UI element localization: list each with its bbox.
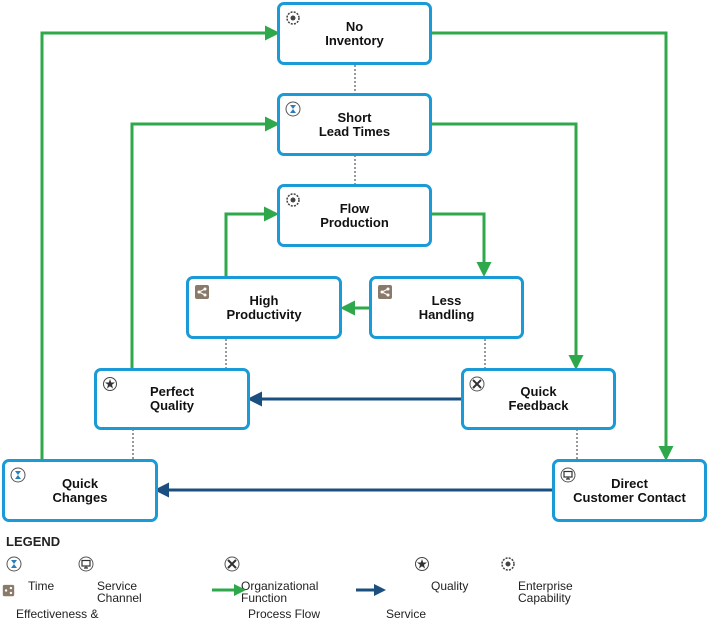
legend-item-quality: Quality <box>414 556 468 592</box>
node-high-productivity[interactable]: High Productivity <box>186 276 342 339</box>
legend-label: Time <box>28 579 55 593</box>
node-label: Flow Production <box>320 200 389 230</box>
node-label: Quick Feedback <box>508 384 569 413</box>
flow-high-productivity-to-flow-production <box>224 206 279 277</box>
legend-item-process-flow: Process Flow <box>212 584 320 620</box>
node-label: No Inventory <box>325 18 384 48</box>
node-quick-feedback[interactable]: Quick Feedback <box>461 368 616 430</box>
gear-icon <box>286 193 300 207</box>
quality-icon <box>415 557 429 571</box>
legend-item-effectiveness: Effectiveness & <box>2 584 99 620</box>
node-flow-production[interactable]: Flow Production <box>277 184 432 247</box>
hourglass-icon <box>6 556 22 572</box>
hourglass-icon <box>10 467 26 483</box>
node-direct-customer-contact[interactable]: Direct Customer Contact <box>552 459 707 522</box>
node-label: Less Handling <box>418 292 475 322</box>
gear-icon <box>501 557 515 571</box>
node-quick-changes[interactable]: Quick Changes <box>2 459 158 522</box>
node-label: Short Lead Times <box>318 109 391 139</box>
legend-title: LEGEND <box>6 534 61 549</box>
node-label: High Productivity <box>226 292 302 322</box>
process-icon <box>195 285 209 299</box>
node-less-handling[interactable]: Less Handling <box>369 276 524 339</box>
node-label: Quick Changes <box>52 475 108 505</box>
flow-flow-production-to-less-handling <box>432 212 492 277</box>
legend-item-time: Time <box>6 556 54 592</box>
legend-label: Quality <box>431 579 469 593</box>
legend-label: Enterprise Capability <box>518 579 573 605</box>
process-icon <box>378 285 392 299</box>
gear-icon <box>286 11 300 25</box>
tools-icon <box>469 376 485 392</box>
legend-label: Service <box>386 607 427 621</box>
diagram-canvas: No Inventory Short Lead Times Flow Produ… <box>2 2 707 522</box>
green-arrow-icon <box>212 584 246 596</box>
legend-label: Service Channel <box>97 579 142 605</box>
node-no-inventory[interactable]: No Inventory <box>277 2 432 65</box>
legend-label: Process Flow <box>248 607 321 621</box>
blue-arrow-icon <box>356 584 386 596</box>
flow-short-lead-times-to-quick-feedback <box>432 122 584 370</box>
legend-item-service-flow: Service <box>356 584 426 620</box>
node-label: Direct Customer Contact <box>573 475 686 505</box>
hourglass-icon <box>285 101 301 117</box>
tools-icon <box>224 556 240 572</box>
quality-icon <box>103 377 117 391</box>
flow-perfect-quality-to-short-lead-times <box>130 116 280 369</box>
node-perfect-quality[interactable]: Perfect Quality <box>94 368 250 430</box>
monitor-icon <box>78 556 94 572</box>
monitor-icon <box>560 467 576 483</box>
node-label: Perfect Quality <box>149 384 195 413</box>
legend-item-enterprise-capability: Enterprise Capability <box>500 556 573 604</box>
legend: LEGEND Time Service Channel Organization… <box>0 530 708 620</box>
flow-no-inventory-to-direct-customer-contact <box>432 31 674 461</box>
process-icon <box>2 584 15 597</box>
connector-layer <box>40 25 674 498</box>
legend-label: Effectiveness & <box>16 607 99 621</box>
flow-quick-changes-to-no-inventory <box>40 25 280 460</box>
node-short-lead-times[interactable]: Short Lead Times <box>277 93 432 156</box>
